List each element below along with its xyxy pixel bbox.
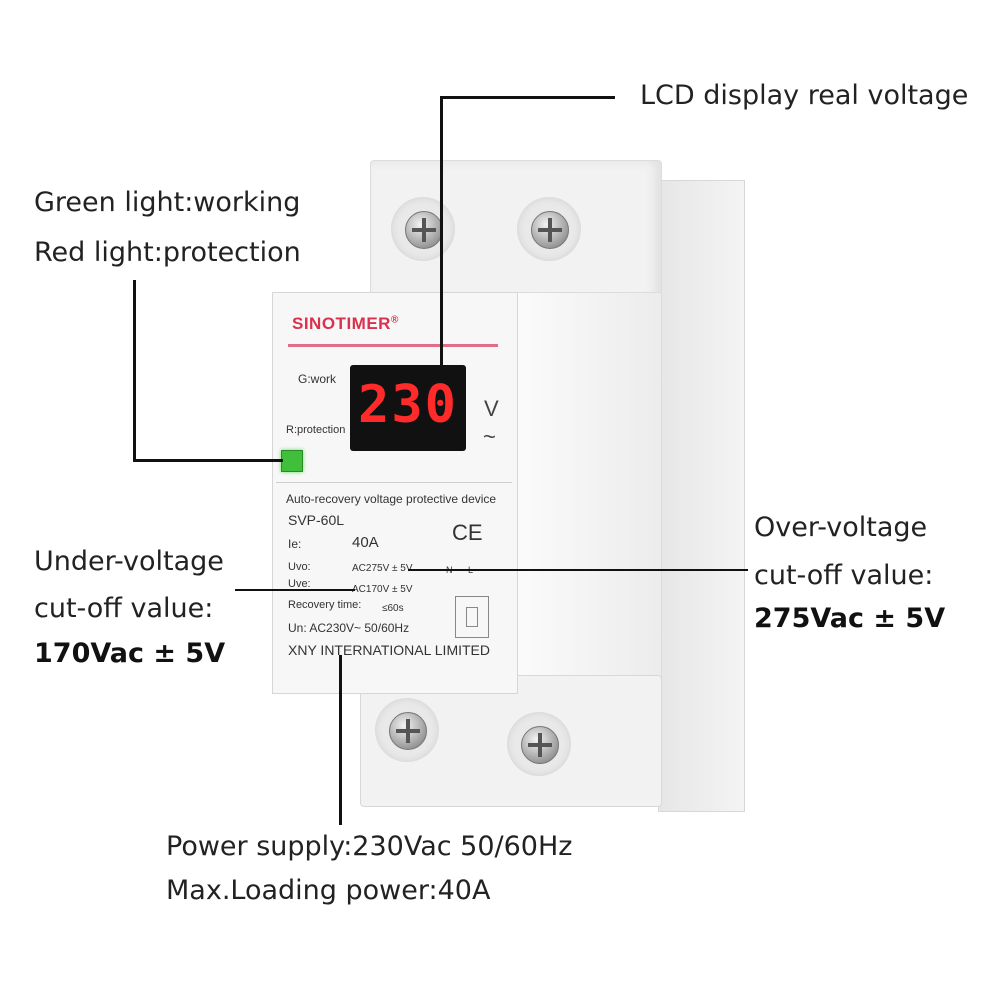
screw-well <box>507 712 571 776</box>
under-voltage-annotation-2: cut-off value: <box>34 593 214 624</box>
recovery-value: ≤60s <box>382 603 404 614</box>
lcd-voltage-value: 230 <box>358 375 458 435</box>
relay-symbol-icon <box>455 596 489 638</box>
under-voltage-leader <box>235 589 355 591</box>
lcd-leader-vertical <box>440 96 443 374</box>
uvo-label: Uvo: <box>288 561 311 573</box>
device-front-panel <box>272 292 518 694</box>
light-leader-horizontal <box>133 459 283 462</box>
bottom-terminal-block <box>360 675 662 807</box>
power-leader <box>339 655 342 825</box>
screw-well <box>391 197 455 261</box>
ie-label: Ie: <box>288 537 302 551</box>
red-light-annotation: Red light:protection <box>34 237 301 268</box>
over-voltage-annotation-1: Over-voltage <box>754 512 928 543</box>
top-terminal-block <box>370 160 662 302</box>
brand-underline <box>288 344 498 347</box>
power-supply-annotation: Power supply:230Vac 50/60Hz <box>166 831 573 862</box>
manufacturer: XNY INTERNATIONAL LIMITED <box>288 642 490 658</box>
ie-value: 40A <box>352 534 379 551</box>
under-voltage-value: 170Vac ± 5V <box>34 638 226 669</box>
g-work-label: G:work <box>298 372 337 386</box>
divider <box>276 482 512 483</box>
over-voltage-annotation-2: cut-off value: <box>754 560 934 591</box>
over-voltage-value: 275Vac ± 5V <box>754 603 946 634</box>
device-side <box>658 180 745 812</box>
recovery-label: Recovery time: <box>288 599 362 611</box>
lcd-annotation: LCD display real voltage <box>640 80 969 111</box>
over-voltage-leader <box>408 569 748 571</box>
max-loading-annotation: Max.Loading power:40A <box>166 875 491 906</box>
ac-symbol: ~ <box>483 424 496 449</box>
brand-logo: SINOTIMER® <box>292 314 399 333</box>
screw-icon <box>405 211 443 249</box>
volt-unit: V <box>484 396 499 421</box>
rated-voltage: Un: AC230V~ 50/60Hz <box>288 621 410 635</box>
lcd-leader-horizontal <box>440 96 615 99</box>
status-led <box>281 450 303 472</box>
uve-value: AC170V ± 5V <box>352 584 413 595</box>
screw-icon <box>389 712 427 750</box>
model-number: SVP-60L <box>288 512 345 528</box>
uvo-value: AC275V ± 5V <box>352 563 413 574</box>
under-voltage-annotation-1: Under-voltage <box>34 546 224 577</box>
light-leader-vertical <box>133 280 136 462</box>
green-light-annotation: Green light:working <box>34 187 301 218</box>
device-right-face <box>515 292 662 689</box>
screw-icon <box>531 211 569 249</box>
ce-mark: CE <box>452 520 483 545</box>
uve-label: Uve: <box>288 578 311 590</box>
device-description: Auto-recovery voltage protective device <box>286 492 497 506</box>
screw-well <box>375 698 439 762</box>
screw-icon <box>521 726 559 764</box>
screw-well <box>517 197 581 261</box>
r-protection-label: R:protection <box>286 424 346 436</box>
lcd-display: 230 <box>350 365 466 451</box>
